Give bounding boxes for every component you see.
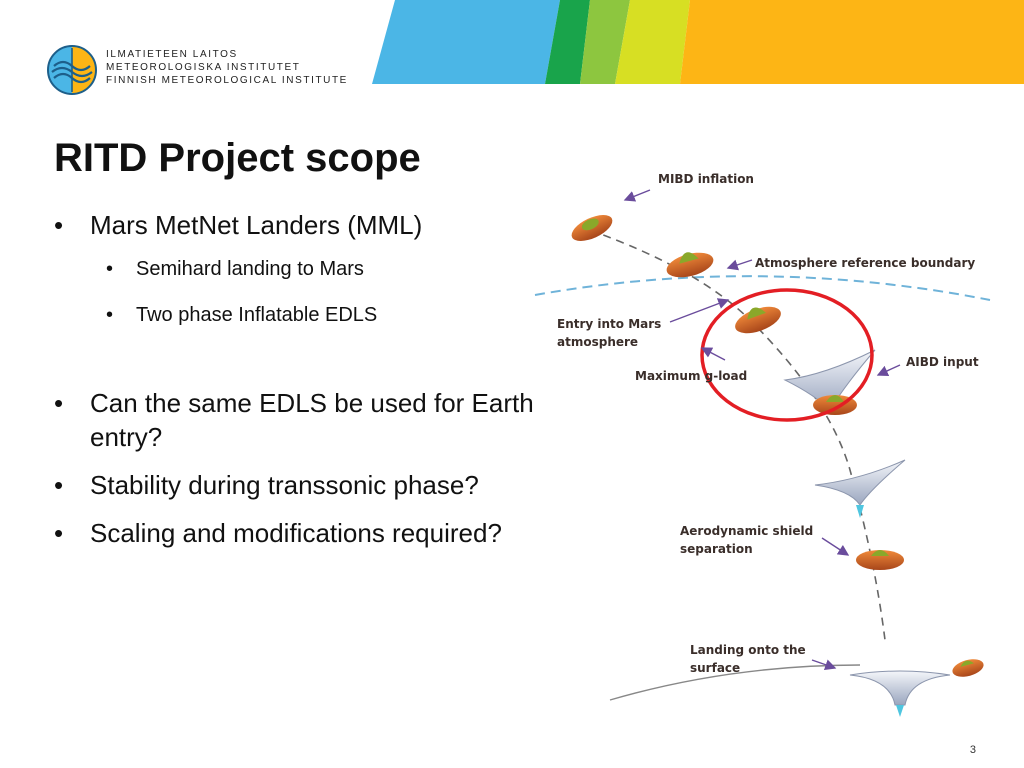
bullet-item: • Stability during transsonic phase? — [54, 468, 554, 502]
label-shield-line1: Aerodynamic shield — [680, 524, 813, 538]
atmosphere-boundary-line — [534, 275, 991, 301]
bullet-dot: • — [54, 518, 64, 548]
lander-icon — [735, 306, 781, 334]
org-line-fi: ILMATIETEEN LAITOS — [106, 49, 238, 60]
callout-arrow — [700, 347, 726, 361]
callout-arrow — [669, 298, 730, 323]
lander-icon — [571, 215, 613, 241]
label-landing-line2: surface — [690, 661, 740, 675]
bullet-text: Mars MetNet Landers (MML) — [90, 210, 423, 240]
label-mibd-inflation: MIBD inflation — [658, 172, 754, 186]
callout-arrow — [726, 259, 753, 271]
callout-arrow — [876, 364, 901, 377]
callout-arrow — [811, 659, 837, 671]
label-entry-line2: atmosphere — [557, 335, 638, 349]
bullet-dot: • — [106, 304, 114, 326]
bullet-dot: • — [54, 210, 64, 240]
edl-sequence-diagram: MIBD inflation Atmosphere reference boun… — [534, 172, 991, 717]
bullet-dot: • — [54, 388, 64, 418]
banner-stripe-orange — [680, 0, 1024, 84]
bullet-text: Semihard landing to Mars — [136, 258, 364, 280]
bullet-dot: • — [106, 258, 114, 280]
page-number: 3 — [969, 744, 976, 756]
slide-title: RITD Project scope — [54, 136, 421, 180]
label-max-g-load: Maximum g-load — [635, 369, 747, 383]
callout-arrow — [623, 189, 651, 202]
bullet-text: Scaling and modifications required? — [90, 518, 502, 548]
fmi-logo-icon — [47, 45, 97, 95]
label-entry-line1: Entry into Mars — [557, 317, 661, 331]
bullet-list: • Mars MetNet Landers (MML) • Semihard l… — [54, 208, 554, 550]
label-aibd-input: AIBD input — [906, 355, 979, 369]
header-banner — [372, 0, 1024, 84]
bullet-item: • Scaling and modifications required? — [54, 516, 554, 550]
banner-stripe-yellowgreen — [615, 0, 690, 84]
highlight-circle — [700, 288, 874, 422]
lander-icon — [856, 550, 904, 570]
bullet-item: • Mars MetNet Landers (MML) — [54, 208, 554, 242]
banner-stripe-green — [545, 0, 590, 84]
bullet-text: Stability during transsonic phase? — [90, 470, 479, 500]
callout-arrow — [821, 537, 850, 556]
bullet-item: • Can the same EDLS be used for Earth en… — [54, 386, 554, 454]
sub-bullet-item: • Semihard landing to Mars — [54, 256, 554, 282]
bullet-text: Can the same EDLS be used for Earth entr… — [90, 388, 534, 452]
organization-name: ILMATIETEEN LAITOS METEOROLOGISKA INSTIT… — [106, 48, 348, 87]
lander-icon — [952, 659, 984, 677]
banner-stripe-lightgreen — [580, 0, 630, 84]
bullet-dot: • — [54, 470, 64, 500]
org-line-sv: METEOROLOGISKA INSTITUTET — [106, 62, 301, 73]
trajectory-line — [589, 229, 886, 641]
inflated-lander-icon — [783, 349, 876, 415]
label-landing-line1: Landing onto the — [690, 643, 806, 657]
landed-probe-icon — [849, 670, 951, 717]
banner-stripe-blue — [372, 0, 560, 84]
org-line-en: FINNISH METEOROLOGICAL INSTITUTE — [106, 75, 348, 86]
lander-icon — [666, 252, 714, 278]
shield-separation-icon — [814, 459, 906, 518]
bullet-text: Two phase Inflatable EDLS — [136, 304, 378, 326]
label-shield-line2: separation — [680, 542, 753, 556]
sub-bullet-item: • Two phase Inflatable EDLS — [54, 302, 554, 328]
label-atmosphere-boundary: Atmosphere reference boundary — [755, 256, 975, 270]
